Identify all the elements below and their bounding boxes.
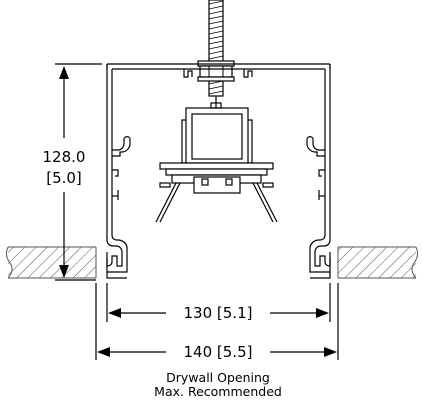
driver-bracket [155,96,278,223]
outer-width-dimension [95,283,339,360]
inner-width-label: 130 [5.1] [184,304,253,322]
drywall-right [337,246,419,279]
height-dimension [55,63,102,281]
note-line-1: Drywall Opening [166,370,270,385]
note-line-2: Max. Recommended [154,384,282,399]
housing-profile [106,63,331,279]
outer-width-label: 140 [5.5] [184,343,253,361]
drywall-left [5,246,97,279]
height-dimension-metric: 128.0 [43,148,86,166]
height-dimension-imperial: [5.0] [46,169,82,187]
inner-width-dimension [106,283,331,322]
